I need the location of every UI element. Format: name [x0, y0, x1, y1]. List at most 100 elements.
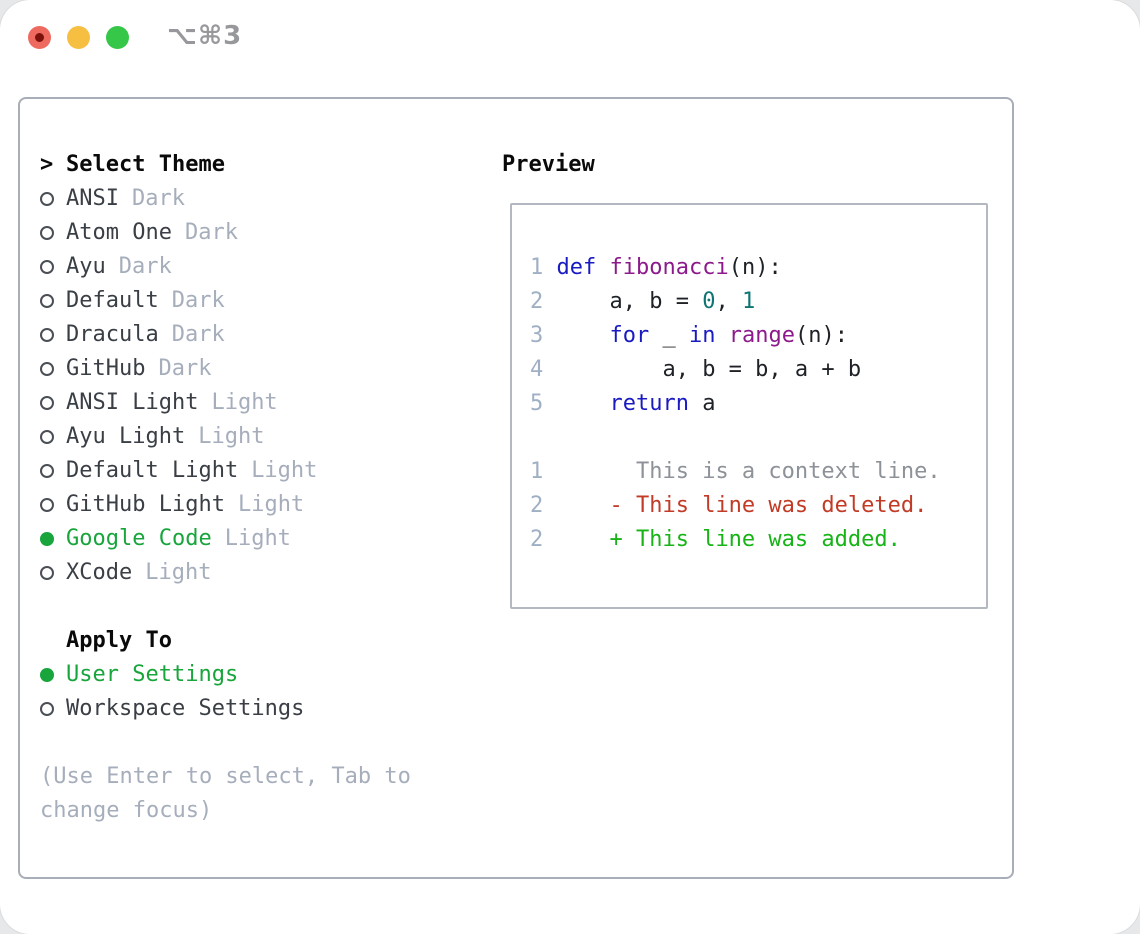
theme-variant: Dark	[184, 220, 238, 245]
code-segment: a, b = b, a + b	[556, 357, 862, 382]
theme-list-header: > Select Theme	[40, 148, 490, 182]
code-segment: ,	[715, 289, 742, 314]
radio-icon	[40, 260, 54, 274]
theme-item-ayu[interactable]: Ayu Dark	[40, 250, 490, 284]
apply-item-user-settings[interactable]: User Settings	[40, 658, 490, 692]
theme-variant: Dark	[158, 356, 212, 381]
code-line: 2 a, b = 0, 1	[530, 285, 986, 319]
code-segment	[715, 323, 728, 348]
title-bar: ⌥⌘3	[0, 0, 1140, 74]
spacer-row	[40, 726, 490, 760]
code-segment: + This line was added.	[556, 527, 901, 552]
code-segment: 1	[741, 289, 756, 314]
theme-name: GitHub	[66, 356, 146, 381]
zoom-button[interactable]	[106, 26, 129, 49]
theme-variant: Light	[237, 492, 305, 517]
theme-variant: Dark	[171, 322, 225, 347]
traffic-lights	[28, 26, 129, 49]
radio-icon	[40, 396, 54, 410]
theme-variant: Dark	[171, 288, 225, 313]
theme-name: ANSI	[66, 186, 119, 211]
radio-icon	[40, 226, 54, 240]
code-segment: _	[649, 323, 689, 348]
theme-item-default[interactable]: Default Dark	[40, 284, 490, 318]
theme-variant: Dark	[118, 254, 172, 279]
theme-name: Default	[66, 288, 159, 313]
radio-icon	[40, 294, 54, 308]
line-number: 2	[530, 527, 544, 552]
apply-target-name: Workspace Settings	[66, 696, 305, 721]
code-segment: (n):	[728, 255, 782, 280]
theme-item-github[interactable]: GitHub Dark	[40, 352, 490, 386]
radio-icon	[40, 362, 54, 376]
spacer-row	[40, 590, 490, 624]
radio-icon	[40, 498, 54, 512]
theme-name: Google Code	[66, 526, 212, 551]
close-button[interactable]	[28, 26, 51, 49]
apply-item-workspace-settings[interactable]: Workspace Settings	[40, 692, 490, 726]
apply-to-title: Apply To	[66, 628, 172, 653]
theme-name: Ayu Light	[66, 424, 186, 449]
radio-icon	[40, 192, 54, 206]
code-segment	[557, 391, 610, 416]
minimize-button[interactable]	[67, 26, 90, 49]
code-line: 2 - This line was deleted.	[530, 489, 986, 523]
theme-item-ansi[interactable]: ANSI Dark	[40, 182, 490, 216]
code-line: 2 + This line was added.	[530, 523, 986, 557]
theme-item-atom-one[interactable]: Atom One Dark	[40, 216, 490, 250]
code-segment: range	[728, 323, 795, 348]
theme-name: Dracula	[66, 322, 159, 347]
code-segment: a	[688, 391, 716, 416]
code-segment	[596, 255, 609, 280]
code-line: 4 a, b = b, a + b	[530, 353, 986, 387]
code-line: 1 def fibonacci(n):	[530, 251, 986, 285]
line-number: 1	[530, 255, 544, 280]
theme-variant: Light	[145, 560, 212, 585]
prompt-icon: >	[40, 152, 54, 177]
code-line: 5 return a	[530, 387, 986, 421]
theme-name: Ayu	[66, 254, 106, 279]
theme-name: XCode	[66, 560, 133, 585]
theme-variant: Dark	[131, 186, 185, 211]
theme-list-title: Select Theme	[66, 152, 225, 177]
line-number: 2	[530, 493, 544, 518]
code-segment: 0	[702, 289, 716, 314]
code-segment: (n):	[794, 323, 848, 348]
code-line: 3 for _ in range(n):	[530, 319, 986, 353]
line-number: 2	[530, 289, 544, 314]
code-segment: - This line was deleted.	[556, 493, 928, 518]
radio-icon	[40, 464, 54, 478]
theme-name: Default Light	[66, 458, 239, 483]
theme-name: Atom One	[66, 220, 172, 245]
radio-icon	[40, 328, 54, 342]
theme-variant: Light	[198, 424, 265, 449]
window-title: ⌥⌘3	[167, 21, 243, 51]
apply-to-header: Apply To	[40, 624, 490, 658]
theme-item-ayu-light[interactable]: Ayu Light Light	[40, 420, 490, 454]
theme-item-google-code[interactable]: Google Code Light	[40, 522, 490, 556]
code-line	[530, 421, 986, 455]
line-number: 1	[530, 459, 544, 484]
theme-variant: Light	[224, 526, 291, 551]
preview-title: Preview	[502, 152, 595, 177]
code-segment: a, b =	[556, 289, 703, 314]
line-number: 3	[530, 323, 544, 348]
line-number: 4	[530, 357, 544, 382]
theme-variant: Light	[211, 390, 278, 415]
radio-selected-icon	[40, 532, 54, 546]
theme-item-dracula[interactable]: Dracula Dark	[40, 318, 490, 352]
apply-target-name: User Settings	[66, 662, 239, 687]
code-segment: This is a context line.	[556, 459, 941, 484]
line-number: 5	[530, 391, 544, 416]
theme-item-xcode[interactable]: XCode Light	[40, 556, 490, 590]
radio-icon	[40, 430, 54, 444]
